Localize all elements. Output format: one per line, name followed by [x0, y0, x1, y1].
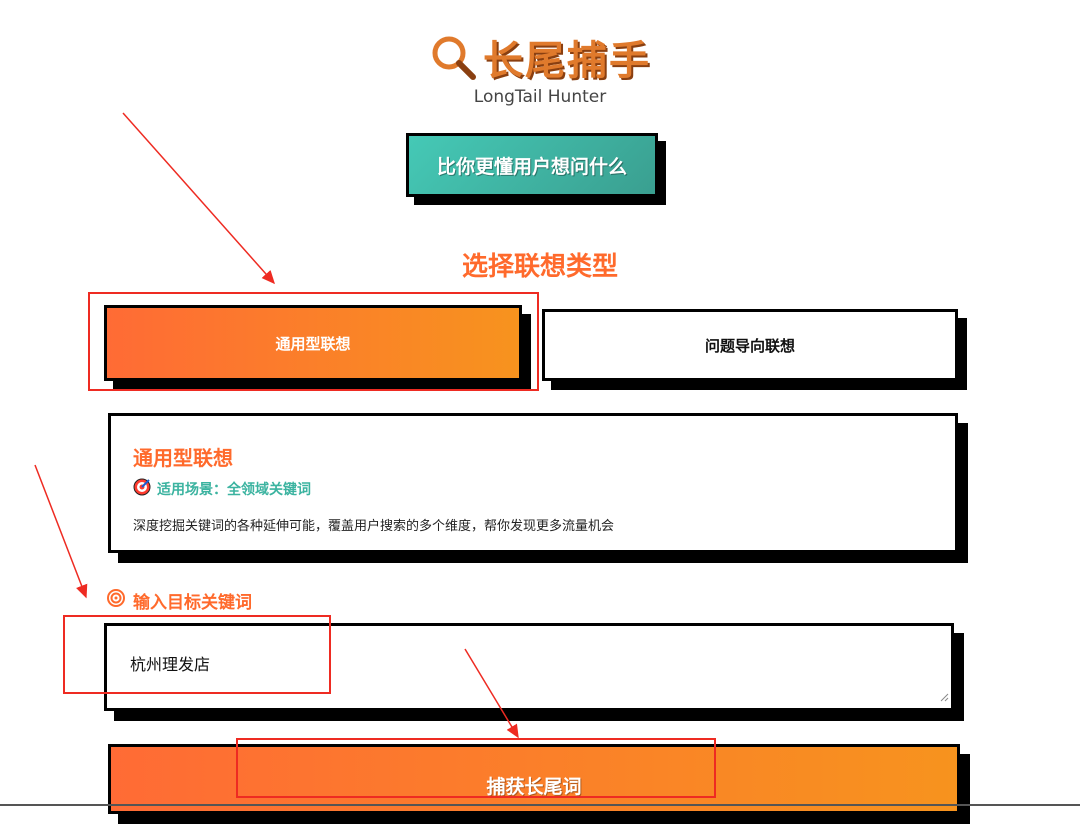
type-description-card: 通用型联想 适用场景：全领域关键词 深度挖掘关键词的各种延伸可能，覆盖用户搜索的…	[108, 413, 958, 553]
keyword-input-value: 杭州理发店	[130, 655, 211, 674]
card-description: 深度挖掘关键词的各种延伸可能，覆盖用户搜索的多个维度，帮你发现更多流量机会	[133, 519, 615, 534]
app-subtitle: LongTail Hunter	[473, 87, 607, 107]
target-icon	[133, 478, 151, 500]
annotation-arrow	[34, 464, 88, 599]
type-button-general[interactable]: 通用型联想	[104, 305, 522, 381]
section-title: 选择联想类型	[461, 252, 618, 282]
page-bottom-divider	[0, 804, 1080, 806]
annotation-box-submit	[236, 738, 716, 798]
bullseye-icon	[107, 589, 125, 612]
capture-button[interactable]: 捕获长尾词	[108, 744, 960, 814]
keyword-input-label-text: 输入目标关键词	[133, 593, 252, 613]
card-scene: 适用场景：全领域关键词	[133, 478, 311, 500]
type-button-question-label: 问题导向联想	[704, 336, 795, 355]
card-scene-text: 适用场景：全领域关键词	[157, 482, 311, 498]
type-button-general-label: 通用型联想	[275, 334, 351, 353]
annotation-box-type	[88, 292, 539, 391]
resize-grip-icon[interactable]	[939, 687, 949, 706]
magnifier-icon	[429, 33, 477, 81]
type-button-question[interactable]: 问题导向联想	[542, 309, 958, 381]
annotation-box-input	[63, 615, 331, 694]
keyword-input-label: 输入目标关键词	[107, 588, 252, 613]
keyword-input[interactable]: 杭州理发店	[104, 623, 954, 711]
tagline-badge: 比你更懂用户想问什么	[406, 133, 658, 197]
app-title-row: 长尾捕手	[0, 28, 1080, 86]
card-title: 通用型联想	[133, 446, 233, 470]
app-title: 长尾捕手	[483, 38, 651, 84]
